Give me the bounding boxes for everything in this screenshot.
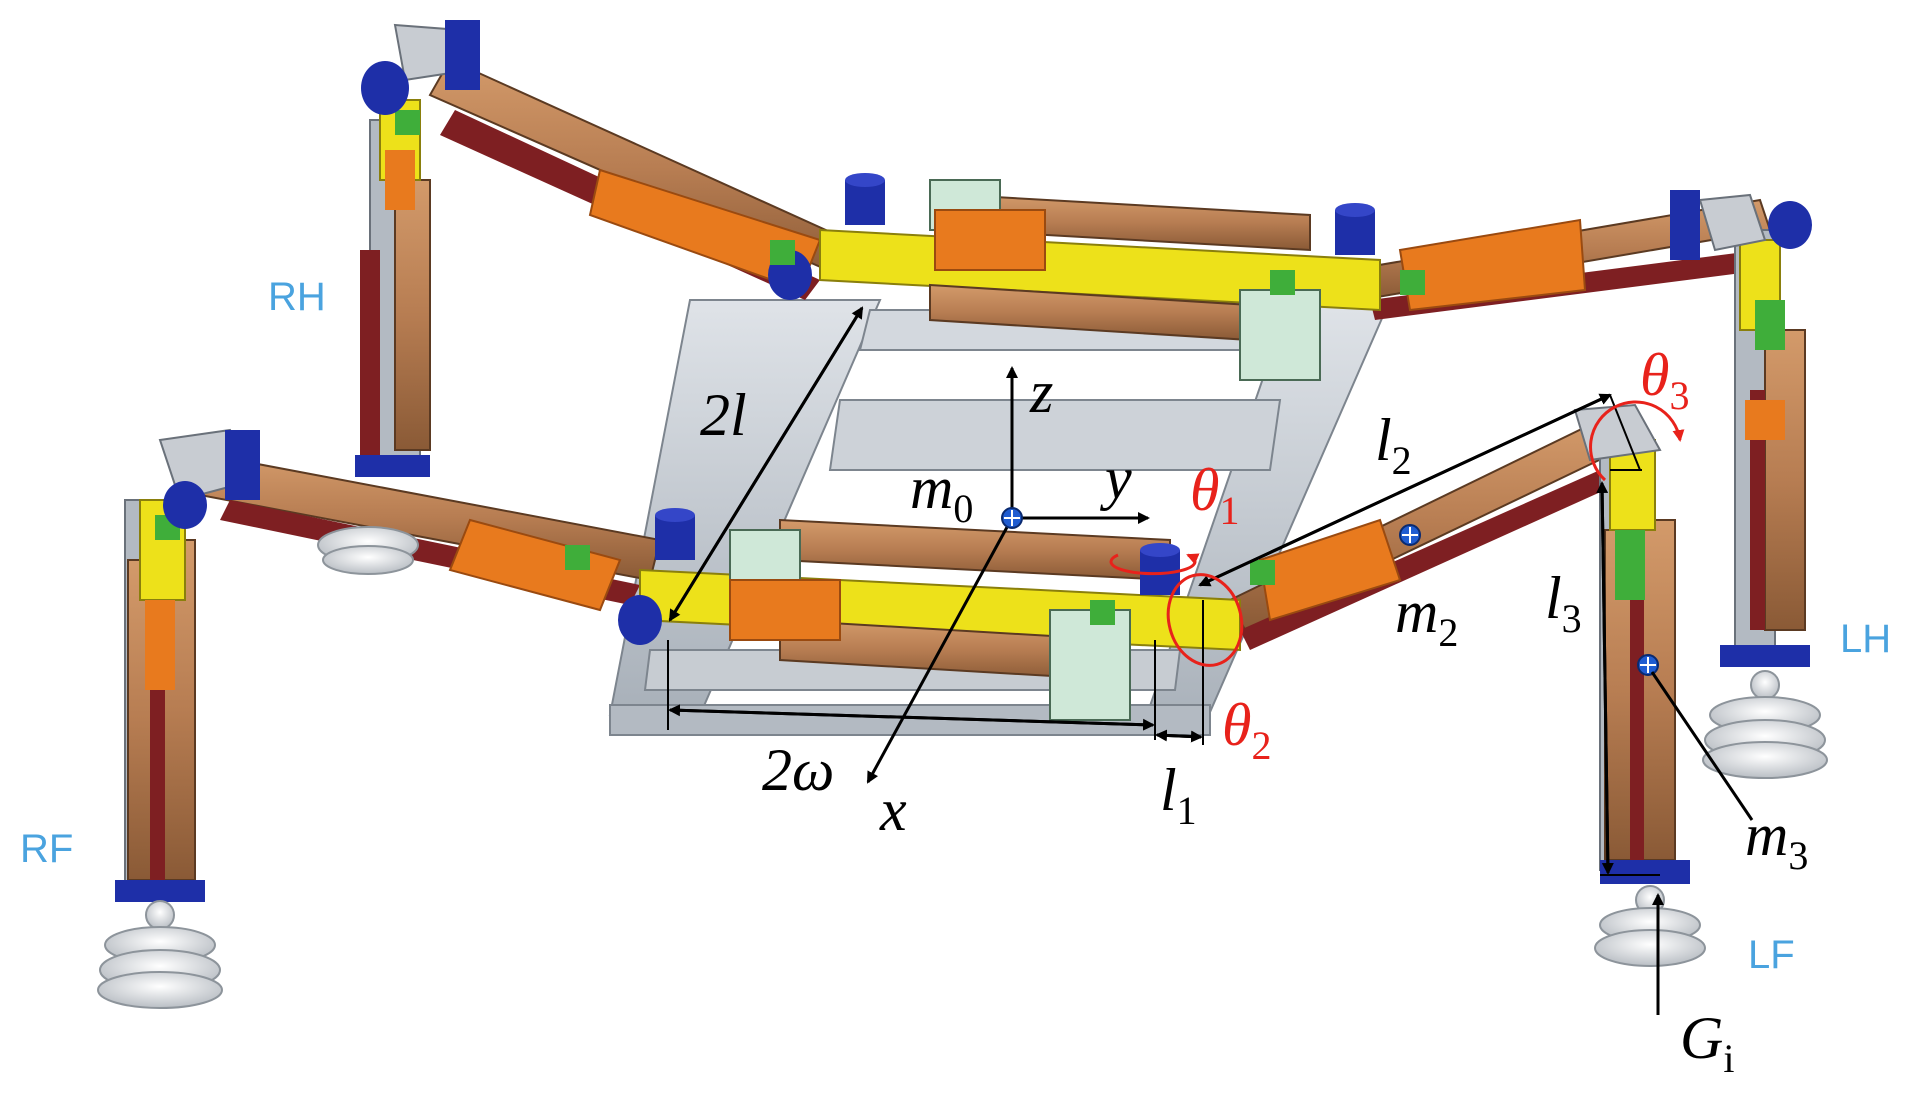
joint-angle-arcs [1109, 400, 1685, 667]
label-l2: l2 [1375, 407, 1412, 483]
label-m2-sub: 2 [1438, 610, 1458, 655]
label-theta1: θ1 [1190, 457, 1239, 533]
label-theta2-sub: 2 [1251, 723, 1271, 768]
label-gi-base: G [1680, 1005, 1723, 1071]
label-m0-sub: 0 [953, 486, 973, 531]
lh-shank [1720, 229, 1810, 667]
lh-suction-cup [1702, 670, 1828, 779]
body-brackets [565, 240, 1425, 625]
label-theta3: θ3 [1640, 342, 1689, 418]
theta3-arc [1589, 400, 1685, 482]
leg-label-rh: RH [268, 275, 326, 319]
rf-suction-cup [97, 900, 223, 1009]
label-gi: Gi [1680, 1005, 1734, 1081]
rear-body-links [819, 179, 1381, 381]
label-l1: l1 [1160, 757, 1197, 833]
dimension-2omega [667, 640, 1156, 740]
label-m3: m3 [1745, 802, 1808, 878]
lf-shank [1599, 439, 1690, 884]
label-l2-sub: 2 [1392, 438, 1412, 483]
rh-hip-joint [361, 20, 480, 115]
label-theta3-base: θ [1640, 342, 1669, 408]
lh-hip-joint [1670, 190, 1812, 260]
rear-thigh-links [428, 58, 1772, 320]
label-x: x [879, 777, 907, 843]
dimension-l1 [1155, 600, 1204, 745]
label-m2-base: m [1395, 579, 1438, 645]
label-theta2-base: θ [1222, 692, 1251, 758]
dimension-2l [668, 306, 864, 622]
mass-markers [1001, 507, 1659, 676]
label-2l: 2l [700, 382, 747, 448]
label-theta1-base: θ [1190, 457, 1219, 523]
label-m0-base: m [910, 455, 953, 521]
label-l3: l3 [1545, 565, 1582, 641]
label-m2: m2 [1395, 579, 1458, 655]
label-l2-base: l [1375, 407, 1392, 473]
label-z: z [1029, 359, 1053, 425]
label-theta2: θ2 [1222, 692, 1271, 768]
pointer-lines [1650, 671, 1754, 1015]
rh-shank [355, 99, 431, 477]
label-theta1-sub: 1 [1219, 488, 1239, 533]
label-y: y [1099, 445, 1132, 511]
lf-suction-cup [1594, 885, 1706, 967]
label-m3-sub: 3 [1788, 833, 1808, 878]
front-thigh-links [198, 418, 1622, 650]
leg-label-lh: LH [1840, 617, 1891, 661]
leg-label-rf: RF [20, 827, 73, 871]
rf-shank [115, 499, 205, 902]
label-m0: m0 [910, 455, 973, 531]
label-l1-base: l [1160, 757, 1177, 823]
leg-label-lf: LF [1748, 933, 1795, 977]
label-gi-sub: i [1723, 1036, 1734, 1081]
rh-suction-cup [317, 526, 419, 575]
theta1-arc [1109, 553, 1200, 576]
label-theta3-sub: 3 [1669, 373, 1689, 418]
label-m3-base: m [1745, 802, 1788, 868]
label-l3-sub: 3 [1562, 596, 1582, 641]
rf-hip-joint [158, 428, 260, 529]
dimension-l3 [1596, 481, 1660, 876]
label-l3-base: l [1545, 565, 1562, 631]
front-body-links [639, 518, 1241, 721]
coordinate-axes [866, 366, 1150, 784]
label-l1-sub: 1 [1177, 788, 1197, 833]
theta2-arc [1166, 573, 1244, 667]
label-2omega: 2ω [762, 737, 834, 803]
